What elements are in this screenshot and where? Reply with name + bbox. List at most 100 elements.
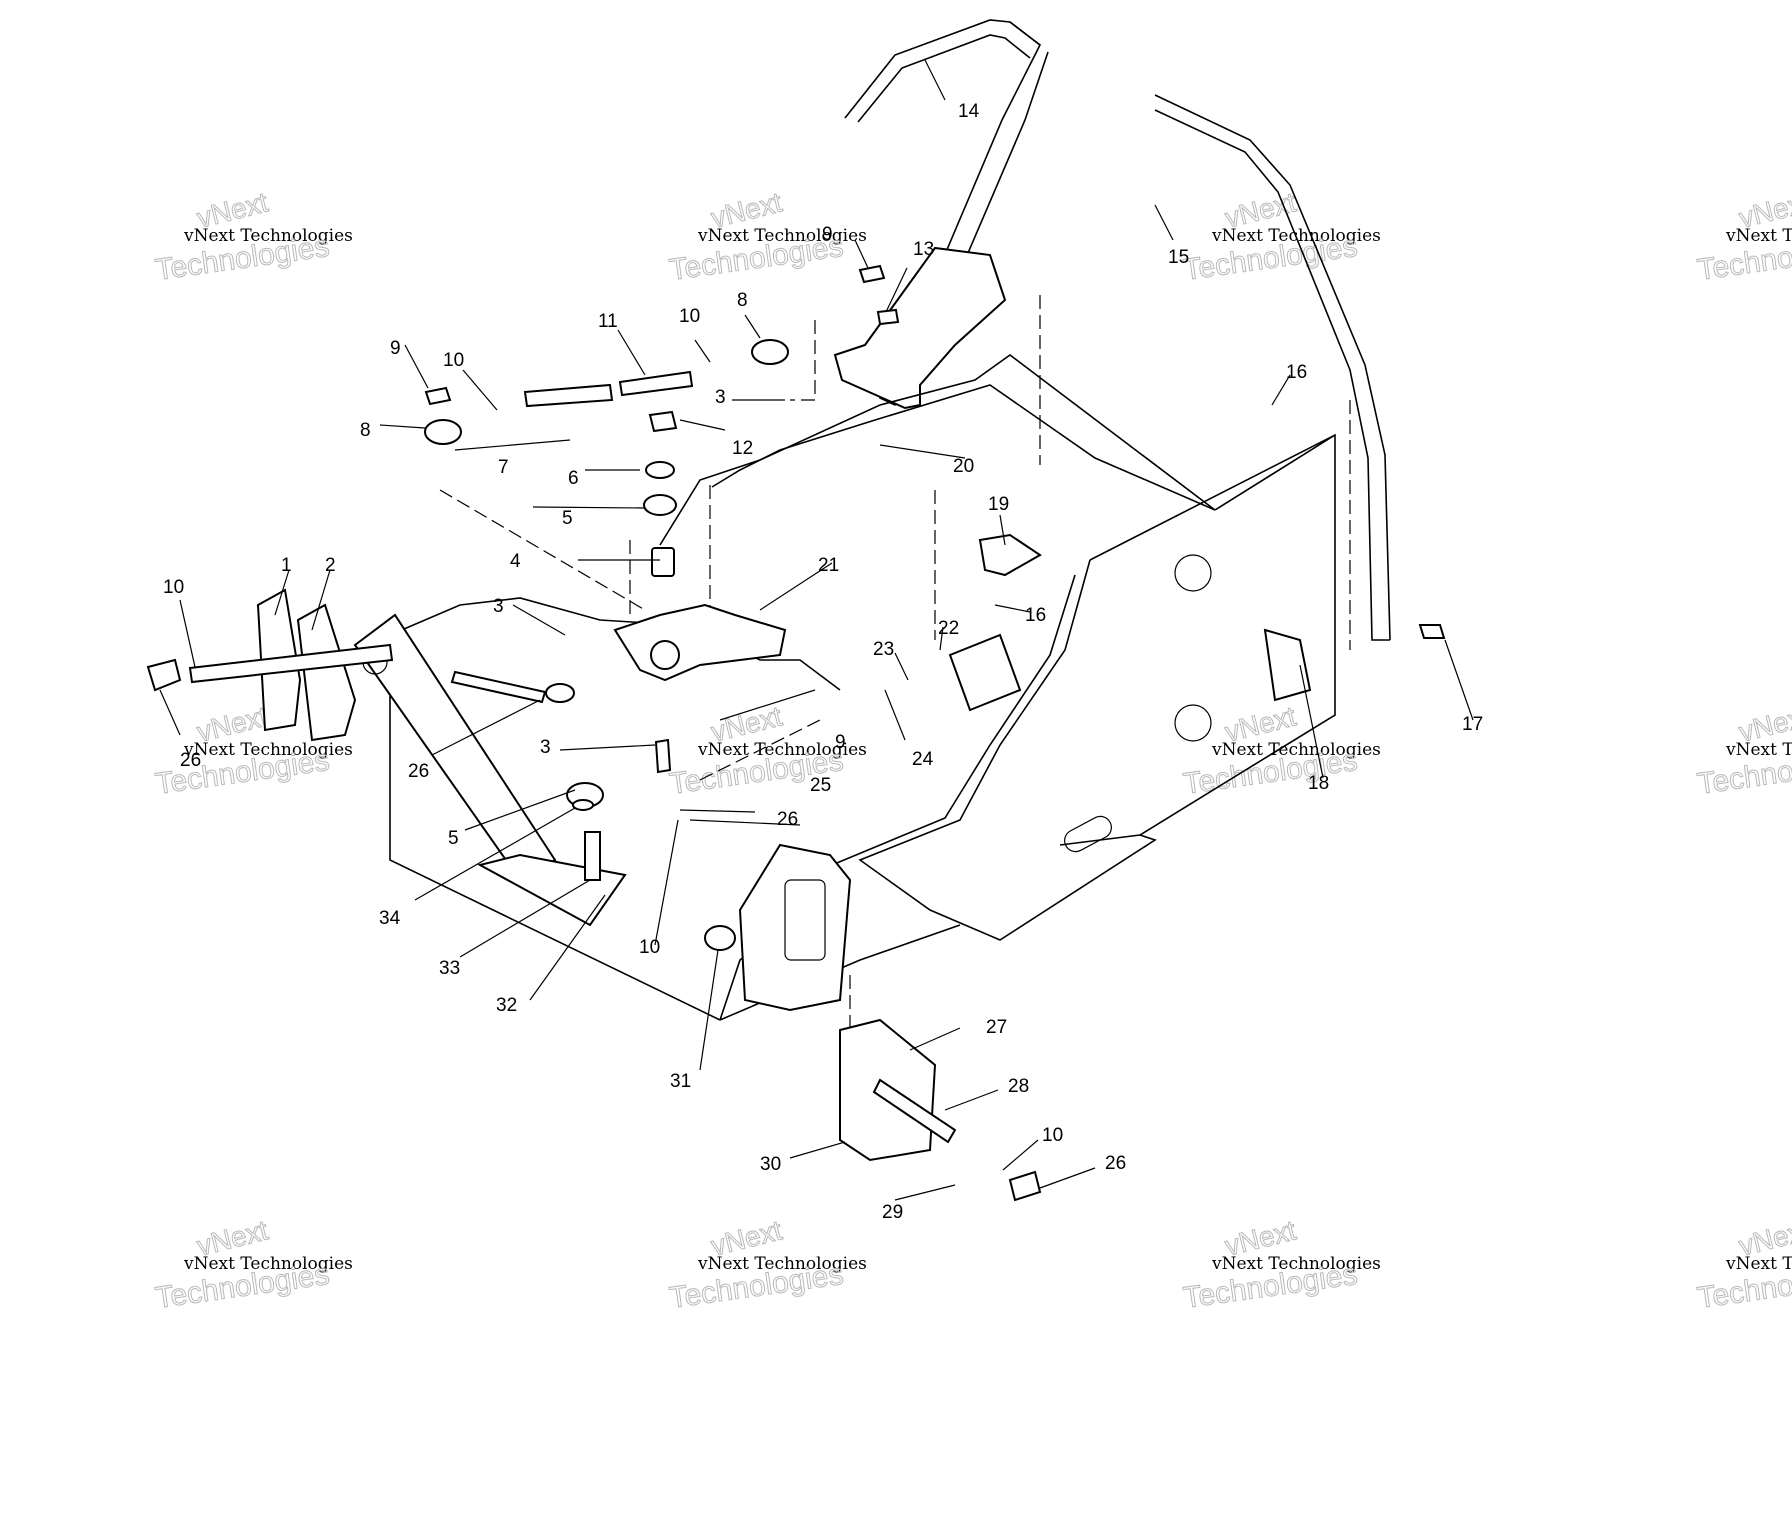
callout-27: 27 xyxy=(986,1017,1007,1038)
bolt-head xyxy=(704,925,736,951)
callout-31: 31 xyxy=(670,1071,691,1092)
panel-hole xyxy=(1174,704,1212,742)
svg-text:vNext Technologies: vNext Technologies xyxy=(697,740,867,760)
nut xyxy=(648,410,678,433)
rod-end xyxy=(424,419,462,445)
diagonal-tube xyxy=(353,613,557,882)
bracket-window xyxy=(784,879,826,961)
callout-5: 5 xyxy=(448,828,459,849)
svg-text:vNext Technologies: vNext Technologies xyxy=(1211,1254,1381,1274)
watermark: vNext vNext Technologies Technologies xyxy=(1695,1214,1792,1316)
callout-8: 8 xyxy=(737,290,748,311)
assembly-line xyxy=(699,719,821,781)
right-panel-mount xyxy=(1263,628,1312,702)
callout-7: 7 xyxy=(498,457,509,478)
svg-text:vNext Technologies: vNext Technologies xyxy=(1725,740,1792,760)
callout-4: 4 xyxy=(510,551,521,572)
callout-15: 15 xyxy=(1168,247,1189,268)
bracket-plate-19 xyxy=(978,533,1042,577)
callout-34: 34 xyxy=(379,908,401,929)
callout-25: 25 xyxy=(810,775,831,796)
svg-text:vNext Technologies: vNext Technologies xyxy=(183,740,353,760)
bushing xyxy=(643,494,677,516)
chassis-right-panel-edge xyxy=(1214,434,1336,511)
callout-13: 13 xyxy=(913,239,934,260)
rod-eye xyxy=(545,683,575,703)
callout-20: 20 xyxy=(953,456,974,477)
pitman-boss xyxy=(650,640,680,670)
running-board xyxy=(858,559,1157,941)
watermark: vNext vNext Technologies Technologies xyxy=(153,186,353,288)
bolt xyxy=(654,738,672,774)
svg-text:vNext Technologies: vNext Technologies xyxy=(1211,740,1381,760)
tie-rod xyxy=(523,383,614,408)
panel-hole xyxy=(1174,554,1212,592)
handlebar-tube-right xyxy=(1154,94,1391,641)
callout-10: 10 xyxy=(679,306,700,327)
spring xyxy=(584,831,601,881)
ball-joint xyxy=(1008,1170,1042,1202)
callout-26: 26 xyxy=(777,809,798,830)
pitman-arm xyxy=(613,603,787,682)
svg-text:vNext Technologies: vNext Technologies xyxy=(1725,1254,1792,1274)
callout-26: 26 xyxy=(1105,1153,1126,1174)
callout-1: 1 xyxy=(281,555,292,576)
steering-post xyxy=(878,21,1049,407)
washer xyxy=(572,799,594,811)
callout-6: 6 xyxy=(568,468,579,489)
rod-end xyxy=(751,339,789,365)
chassis-right-panel xyxy=(1059,433,1336,846)
watermark: vNext vNext Technologies Technologies xyxy=(667,1214,867,1316)
handlebar-tube-right-inner xyxy=(1154,109,1390,641)
callout-16: 16 xyxy=(1286,362,1307,383)
mount-plate xyxy=(948,633,1022,712)
tie-rod-long xyxy=(450,670,547,704)
end-bolt xyxy=(1418,624,1446,639)
chassis-left-wall xyxy=(389,635,721,1021)
callout-9: 9 xyxy=(822,224,833,245)
tie-rod xyxy=(618,370,694,397)
callout-3: 3 xyxy=(540,737,551,758)
chassis-top xyxy=(659,354,1216,546)
callout-29: 29 xyxy=(882,1202,903,1223)
frame-drawing xyxy=(146,19,1446,1202)
callout-17: 17 xyxy=(1462,714,1483,735)
watermark: vNext vNext Technologies Technologies xyxy=(1181,1214,1381,1316)
callout-9: 9 xyxy=(835,732,846,753)
callout-19: 19 xyxy=(988,494,1009,515)
callout-3: 3 xyxy=(493,596,504,617)
callout-32: 32 xyxy=(496,995,517,1016)
svg-text:vNext Technologies: vNext Technologies xyxy=(183,1254,353,1274)
panel-slot xyxy=(1064,815,1112,853)
callout-26: 26 xyxy=(180,750,201,771)
svg-text:vNext Technologies: vNext Technologies xyxy=(697,226,867,246)
callout-33: 33 xyxy=(439,958,460,979)
callout-18: 18 xyxy=(1308,773,1329,794)
running-board-inner xyxy=(819,574,1076,871)
callout-11: 11 xyxy=(598,311,618,332)
chassis-inner-top xyxy=(711,384,1216,511)
callout-10: 10 xyxy=(443,350,464,371)
axle-shaft xyxy=(872,1078,957,1144)
callout-26: 26 xyxy=(408,761,429,782)
callout-10: 10 xyxy=(1042,1125,1063,1146)
callout-10: 10 xyxy=(163,577,184,598)
callout-9: 9 xyxy=(390,338,401,359)
svg-text:vNext Technologies: vNext Technologies xyxy=(1725,226,1792,246)
washer xyxy=(645,461,675,479)
watermark: vNext vNext Technologies Technologies xyxy=(1695,700,1792,802)
watermark: vNext vNext Technologies Technologies xyxy=(1695,186,1792,288)
nut xyxy=(858,264,886,284)
callout-22: 22 xyxy=(938,618,959,639)
handlebar-tube-left-inner xyxy=(857,34,1031,123)
axle xyxy=(188,643,394,684)
tie-rod-end xyxy=(146,658,182,692)
callout-23: 23 xyxy=(873,639,894,660)
nut xyxy=(876,308,900,326)
front-bracket xyxy=(738,843,852,1012)
steering-bracket xyxy=(833,246,1007,410)
watermark: vNext vNext Technologies Technologies xyxy=(667,186,867,288)
callout-24: 24 xyxy=(912,749,934,770)
callout-3: 3 xyxy=(715,387,726,408)
